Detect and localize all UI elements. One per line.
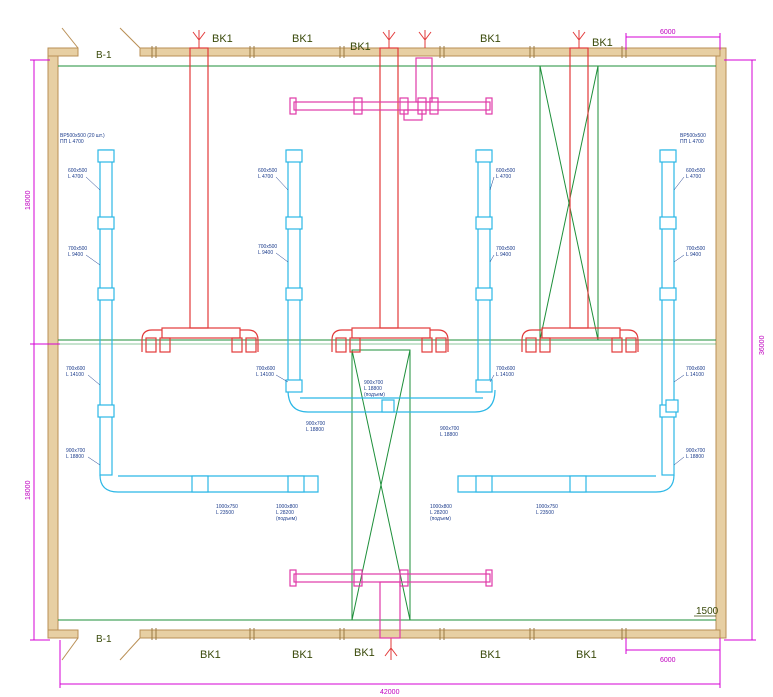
vk-label: BK1: [576, 649, 597, 661]
exhaust-riser-right: [569, 47, 589, 329]
dim-right-total: 36000: [759, 335, 766, 355]
supply-branch-far-left: [99, 149, 113, 476]
dim-total-width: 42000: [380, 689, 400, 696]
roof-fan-arrows: [192, 30, 586, 660]
gate-label-top: B-1: [96, 50, 112, 61]
shaft-top-right: [539, 65, 599, 341]
wall-bottom-left: [47, 629, 79, 639]
vk-label: BK1: [292, 33, 313, 45]
supply-branch-center-right: [477, 149, 491, 391]
dim-left-upper: 18000: [25, 190, 32, 210]
vk-label: BK1: [200, 649, 221, 661]
supply-ducts: [97, 149, 679, 493]
wall-bottom: [139, 629, 721, 639]
vk-label: BK1: [212, 33, 233, 45]
shaft-bottom-center: [351, 349, 411, 621]
branch-duct-top: [293, 101, 491, 111]
wall-top: [139, 47, 721, 57]
svg-text:BP500x500 (20 шт.)ПП L 4700: BP500x500 (20 шт.)ПП L 4700: [60, 133, 105, 145]
exhaust-riser-center: [379, 47, 399, 329]
vk-label: BK1: [354, 647, 375, 659]
building-walls: [47, 47, 727, 639]
note-leaders: [85, 176, 685, 466]
gate-label-bottom: B-1: [96, 634, 112, 645]
supply-branch-center-left: [287, 149, 301, 391]
branch-duct-bottom: [293, 573, 491, 583]
vk-label: BK1: [480, 33, 501, 45]
vk-label: BK1: [592, 37, 613, 49]
supply-branch-far-right: [661, 149, 675, 476]
grid-lines: [58, 65, 716, 621]
wall-right: [715, 47, 727, 639]
gate-swings: [61, 27, 141, 661]
branch-ducts: [289, 57, 493, 639]
exhaust-ducts: [141, 47, 639, 353]
dimension-lines: [30, 33, 756, 688]
wall-left: [47, 47, 59, 639]
window-marks: [151, 46, 627, 640]
vk-label: BK1: [292, 649, 313, 661]
vk-label: BK1: [350, 41, 371, 53]
wall-top-left: [47, 47, 79, 57]
dim-bottom-right: 6000: [660, 657, 676, 664]
dim-left-lower: 18000: [25, 480, 32, 500]
zone-number: 1500: [696, 606, 719, 617]
dim-top-right: 6000: [660, 29, 676, 36]
vk-label: BK1: [480, 649, 501, 661]
exhaust-riser-left: [189, 47, 209, 329]
